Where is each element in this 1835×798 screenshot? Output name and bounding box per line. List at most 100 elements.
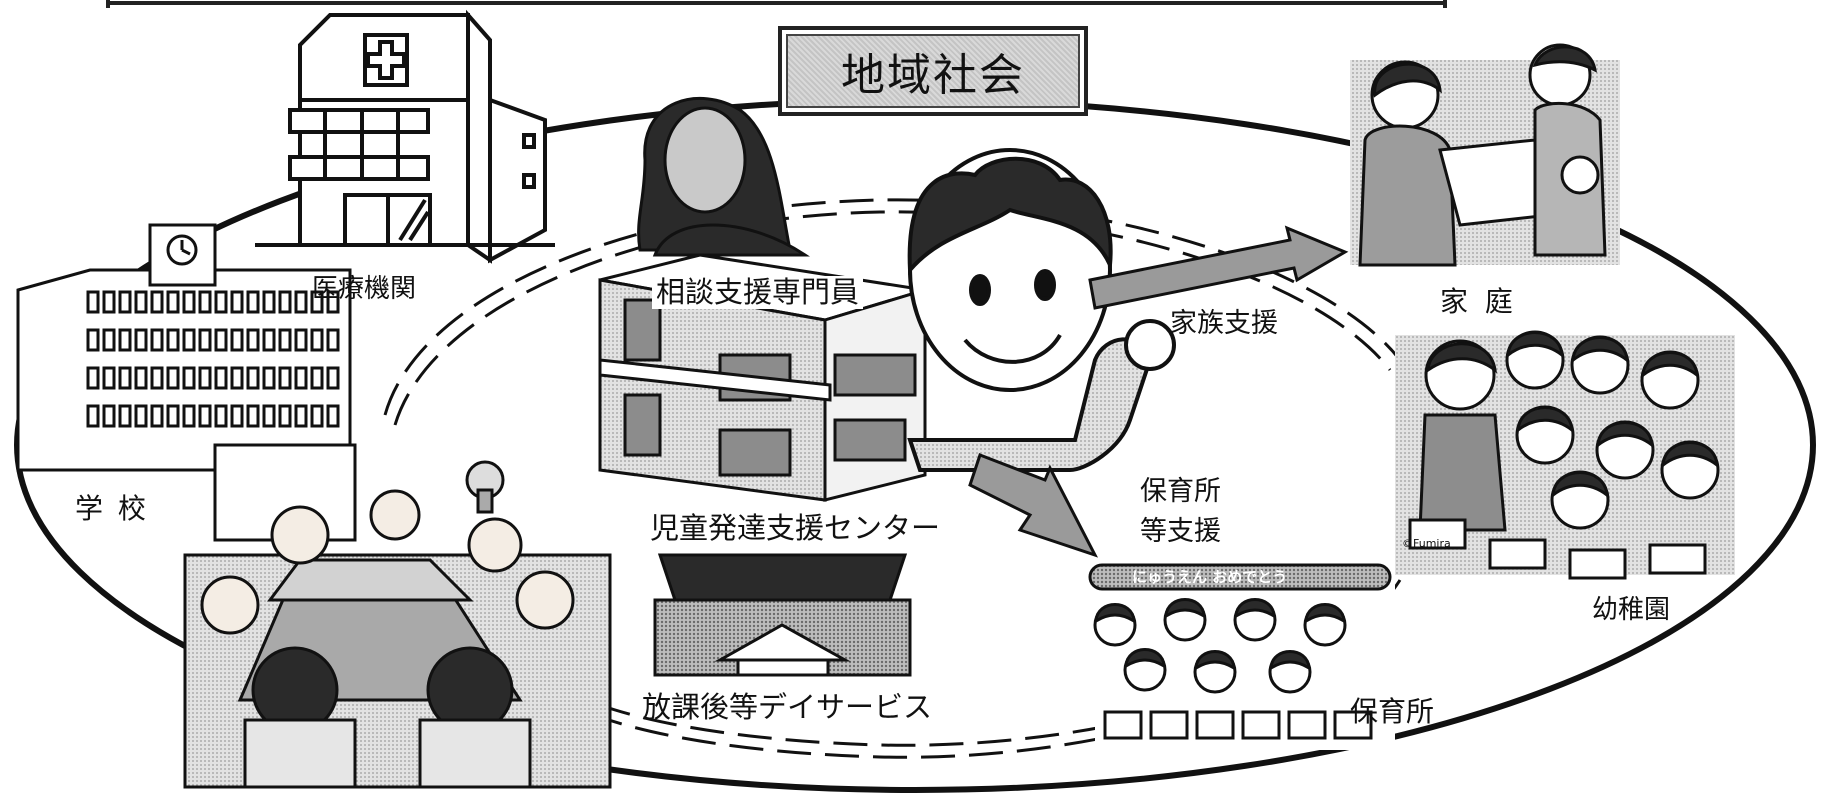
school-window: [326, 404, 340, 428]
school-window: [294, 366, 308, 390]
child-hair: [1269, 650, 1311, 671]
school-window: [150, 290, 164, 314]
school-window: [246, 404, 260, 428]
school-window: [134, 290, 148, 314]
child-hair: [1596, 421, 1654, 449]
child-hair: [1641, 351, 1699, 379]
school-window: [214, 290, 228, 314]
school-window: [310, 366, 324, 390]
label-home: 家 庭: [1440, 285, 1517, 318]
label-nursery-support-2: 等支援: [1140, 516, 1221, 547]
school-window: [310, 404, 324, 428]
woman-portrait-icon: [637, 96, 810, 257]
school-window: [246, 366, 260, 390]
label-kindergarten: 幼稚園: [1592, 595, 1671, 625]
school-window: [102, 404, 116, 428]
chair: [1195, 710, 1235, 740]
school-window: [150, 328, 164, 352]
school-window: [294, 290, 308, 314]
school-window: [86, 404, 100, 428]
child-hair: [1551, 471, 1609, 499]
school-window: [294, 404, 308, 428]
fumira-mark: ©Fumira: [1402, 537, 1451, 550]
school-window: [198, 290, 212, 314]
school-window: [294, 328, 308, 352]
school-window: [118, 404, 132, 428]
school-window: [198, 328, 212, 352]
child-hair: [1234, 598, 1276, 619]
school-window: [134, 328, 148, 352]
label-school: 学 校: [75, 492, 149, 525]
school-window: [102, 290, 116, 314]
center-building-icon: [598, 253, 927, 502]
child-hair: [1516, 406, 1574, 434]
label-consultant: 相談支援専門員: [652, 276, 864, 309]
school-window: [262, 328, 276, 352]
school-window: [230, 290, 244, 314]
child-hair: [1304, 603, 1346, 624]
child-hair: [1571, 336, 1629, 364]
school-window: [310, 328, 324, 352]
school-window: [182, 366, 196, 390]
hospital-building-icon: [255, 9, 555, 264]
chair: [1333, 710, 1373, 740]
smiling-boy-icon: [907, 148, 1176, 472]
school-window: [182, 328, 196, 352]
japanese-house-icon: [653, 553, 912, 677]
school-window: [230, 366, 244, 390]
school-window: [262, 366, 276, 390]
child-hair: [1661, 441, 1719, 469]
school-window: [326, 290, 340, 314]
school-window: [86, 290, 100, 314]
school-window: [214, 328, 228, 352]
school-window: [166, 366, 180, 390]
child-hair: [1124, 648, 1166, 669]
nursery-banner: にゅうえん おめでとう: [1132, 568, 1288, 586]
school-window: [102, 366, 116, 390]
school-window: [198, 404, 212, 428]
child-hair: [1506, 331, 1564, 359]
label-nursery: 保育所: [1350, 695, 1435, 728]
school-window: [246, 328, 260, 352]
child-hair: [1094, 603, 1136, 624]
chair: [1287, 710, 1327, 740]
school-window: [278, 366, 292, 390]
school-window: [166, 404, 180, 428]
school-window: [166, 328, 180, 352]
school-window: [118, 366, 132, 390]
child-hair: [1164, 598, 1206, 619]
school-window: [278, 404, 292, 428]
school-window: [326, 328, 340, 352]
chair: [1568, 548, 1627, 580]
chair: [1103, 710, 1143, 740]
school-window: [182, 404, 196, 428]
mother-child-icon: [1350, 43, 1620, 267]
chair: [1149, 710, 1189, 740]
child-hair: [1194, 650, 1236, 671]
school-window: [118, 328, 132, 352]
nursery-support-arrow: [968, 453, 1099, 558]
school-window: [118, 290, 132, 314]
chair: [1488, 538, 1547, 570]
school-window: [102, 328, 116, 352]
community-title: 地域社会: [841, 50, 1025, 101]
school-window: [198, 366, 212, 390]
label-center: 児童発達支援センター: [648, 511, 943, 545]
school-window: [246, 290, 260, 314]
school-window: [150, 404, 164, 428]
school-window: [230, 404, 244, 428]
school-window: [214, 404, 228, 428]
school-window: [278, 328, 292, 352]
school-building-icon: [16, 223, 352, 472]
top-border: [106, 0, 1447, 8]
chair: [1408, 518, 1467, 550]
school-window: [214, 366, 228, 390]
community-title-box: 地域社会: [778, 26, 1088, 116]
school-window: [278, 290, 292, 314]
school-window: [86, 328, 100, 352]
school-window: [262, 290, 276, 314]
school-window: [262, 404, 276, 428]
school-window: [310, 290, 324, 314]
label-nursery-support-1: 保育所: [1140, 476, 1221, 507]
